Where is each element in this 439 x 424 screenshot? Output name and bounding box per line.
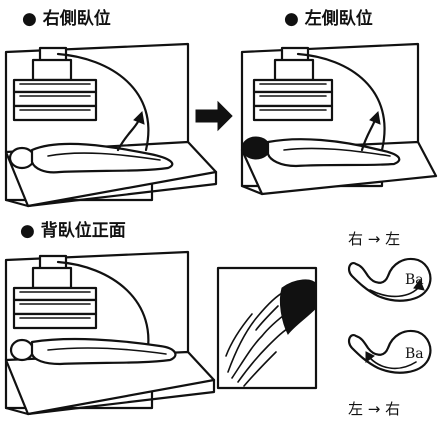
gantry-arc <box>56 260 150 362</box>
panel-title-right-lateral: ● 右側臥位 <box>22 8 111 29</box>
panel-title-supine-frontal: ● 背臥位正面 <box>20 220 126 241</box>
contrast-label-bottom: Ba <box>405 346 424 362</box>
contrast-label-top: Ba <box>405 272 424 288</box>
panel-left-lateral: ● 左側臥位 <box>240 8 438 196</box>
transition-arrow <box>195 100 233 132</box>
stomach-diagram-top: Ba <box>347 257 432 302</box>
panel-supine-frontal: ● 背臥位正面 <box>4 220 216 416</box>
gastric-fold <box>227 291 285 373</box>
gantry-arc <box>296 52 386 152</box>
panel-right-lateral: ● 右側臥位 <box>4 8 218 208</box>
patient-figure <box>241 136 401 168</box>
xray-tube-stack <box>12 46 98 122</box>
stomach-diagram-bottom: Ba <box>347 329 432 374</box>
patient-figure <box>8 142 174 174</box>
flow-caption-top: 右 → 左 <box>348 230 400 248</box>
stomach-detail-inset <box>216 266 318 390</box>
patient-figure <box>9 337 177 366</box>
xray-tube-stack <box>252 46 334 122</box>
flow-arrow-bottom <box>369 357 417 370</box>
xray-tube-stack <box>12 254 98 330</box>
flow-legend: 右 → 左 Ba Ba 左 → 右 <box>347 230 432 418</box>
gantry-arc <box>56 52 150 152</box>
panel-title-left-lateral: ● 左側臥位 <box>284 8 373 29</box>
flow-caption-bottom: 左 → 右 <box>348 400 400 418</box>
